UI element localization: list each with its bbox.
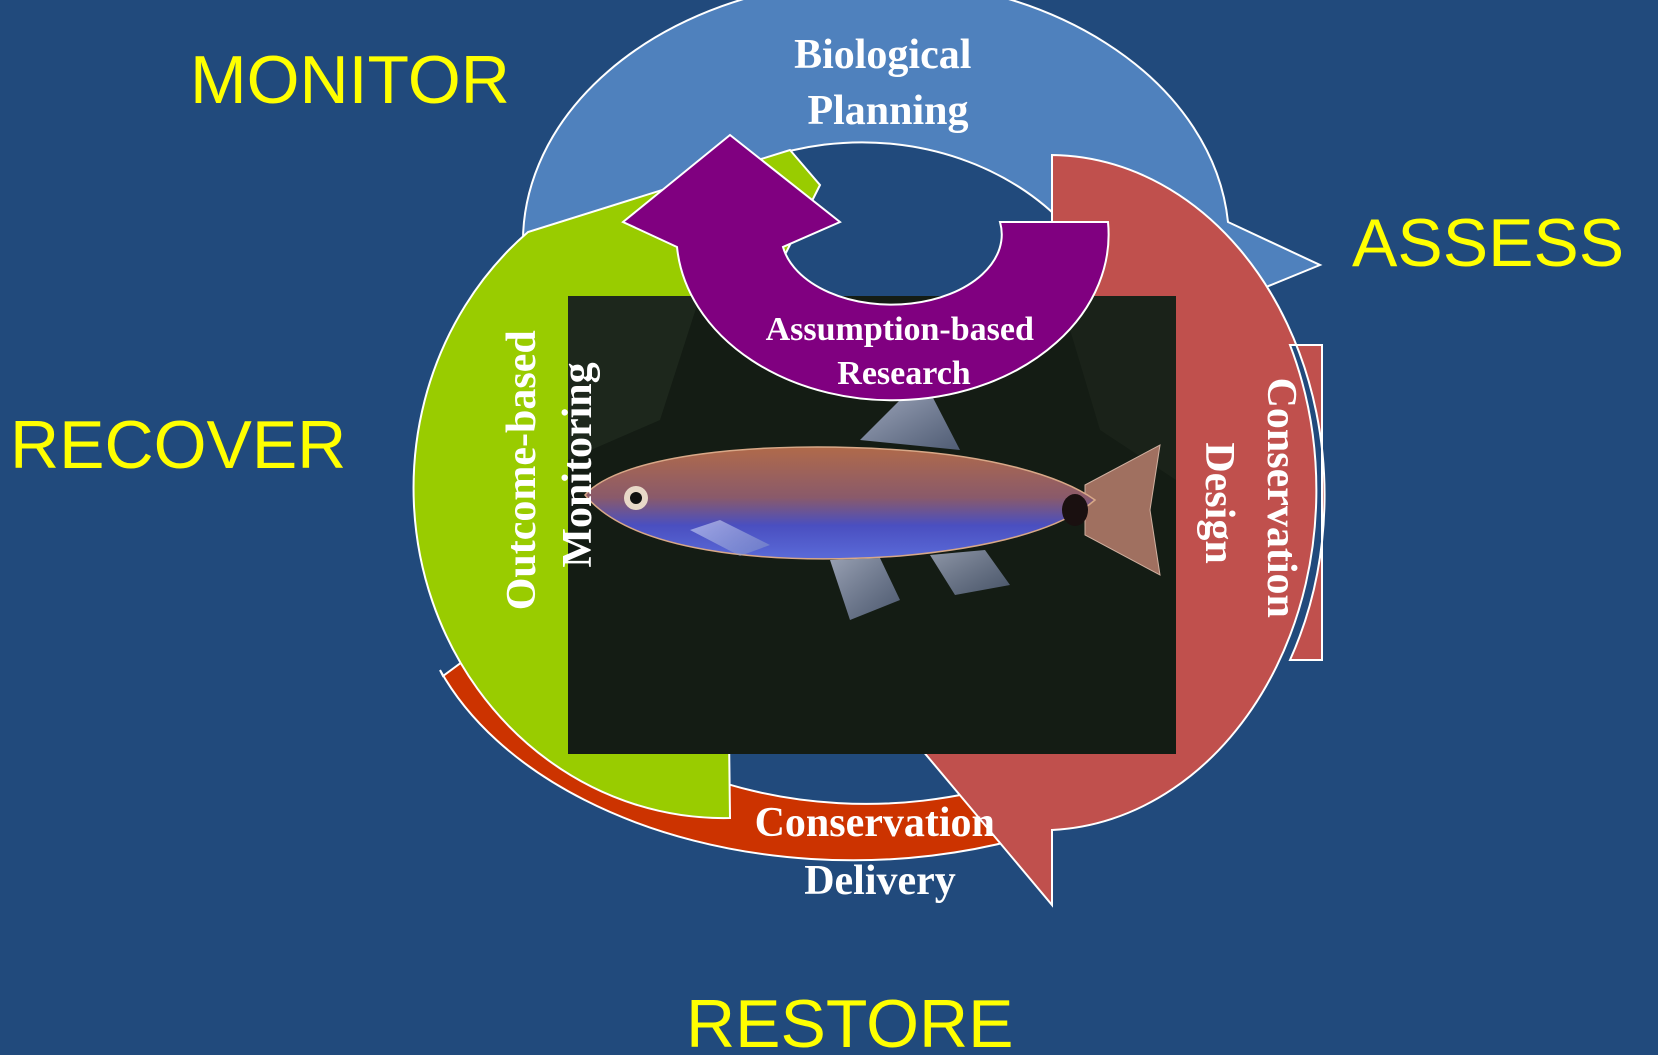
assumption-based-research-label-line2: Research — [837, 355, 971, 392]
outcome-based-monitoring-label-line1: Outcome-based — [499, 330, 545, 610]
biological-planning-label-line1: Biological — [794, 32, 971, 78]
conservation-design-label-line2: Design — [1196, 442, 1242, 563]
monitor-label: MONITOR — [190, 46, 510, 114]
conservation-design-label-line1: Conservation — [1258, 378, 1304, 618]
conservation-delivery-label-line2: Delivery — [804, 858, 956, 904]
conservation-delivery-label-line1: Conservation — [755, 800, 995, 846]
restore-label: RESTORE — [686, 990, 1013, 1055]
assess-label: ASSESS — [1352, 209, 1624, 277]
assumption-based-research-label-line1: Assumption-based — [766, 311, 1034, 348]
biological-planning-label-line2: Planning — [807, 88, 968, 134]
outcome-based-monitoring-label-line2: Monitoring — [555, 362, 601, 567]
recover-label: RECOVER — [10, 411, 346, 479]
